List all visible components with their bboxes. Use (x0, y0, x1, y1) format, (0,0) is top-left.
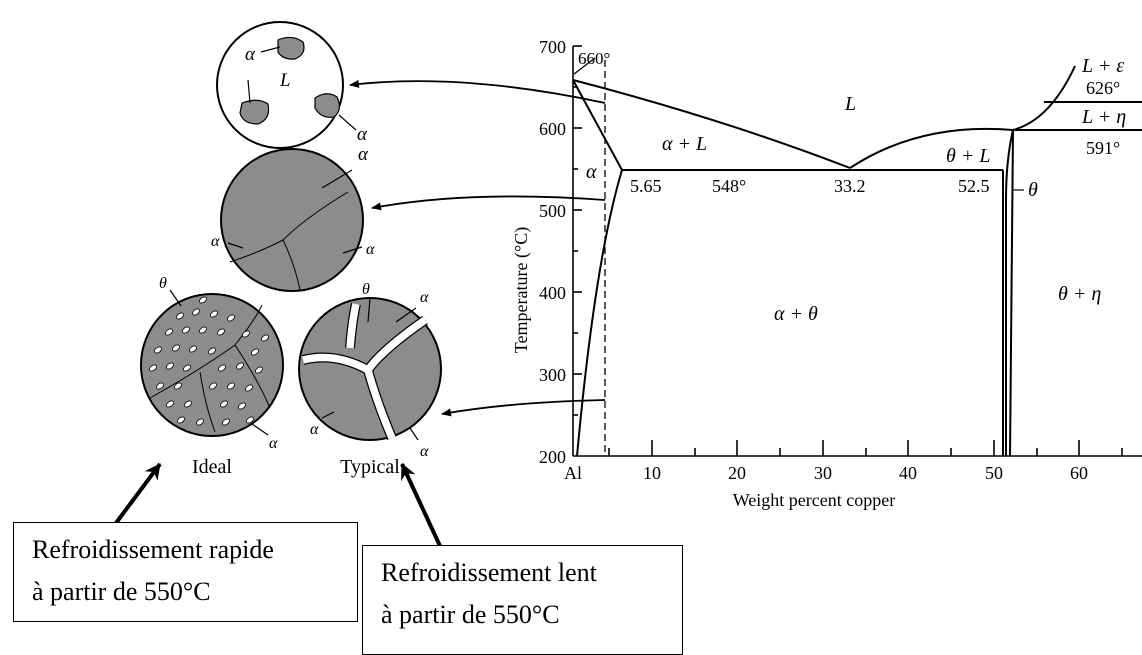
nucleus-alpha-label: α (245, 44, 256, 65)
fast-cooling-line2: à partir de 550°C (32, 577, 211, 606)
x-tick-labels: Al 10 20 30 40 50 60 (564, 463, 1088, 483)
comp-525-label: 52.5 (958, 176, 990, 196)
theta-region-label: θ (1028, 179, 1038, 201)
x-tick-label: 40 (899, 463, 917, 483)
theta-right-2 (1005, 129, 1014, 456)
slow-cooling-box: Refroidissement lent à partir de 550°C (362, 545, 683, 655)
y-tick-label: 600 (539, 119, 566, 139)
grain-alpha-label: α (358, 144, 369, 165)
theta-eta-label: θ + η (1058, 283, 1101, 305)
phase-boundaries (572, 57, 1142, 457)
fast-cooling-line1: Refroidissement rapide (32, 535, 274, 564)
arrow-alpha (371, 195, 606, 211)
liquid-epsilon-label: L + ε (1081, 55, 1124, 77)
liquid-region-label: L (844, 93, 856, 115)
liquid-eta-label: L + η (1081, 106, 1126, 128)
temp-548-label: 548° (712, 176, 746, 196)
chart-axes (572, 45, 1142, 457)
slow-cooling-line1: Refroidissement lent (381, 558, 597, 587)
theta-label: θ (362, 281, 370, 298)
alpha-theta-label: α + θ (774, 303, 818, 325)
fast-cooling-box: Refroidissement rapide à partir de 550°C (13, 522, 358, 622)
x-tick-label: 20 (728, 463, 746, 483)
y-tick-label: 200 (539, 447, 566, 467)
solvus-alpha (576, 169, 623, 457)
typical-label: Typical (340, 456, 400, 478)
micro-typical: θ α α α Typical (298, 281, 442, 478)
comp-565-label: 5.65 (630, 176, 662, 196)
x-tick-label: 60 (1070, 463, 1088, 483)
liquidus-left (572, 79, 851, 169)
grain-alpha-label: α (420, 443, 429, 460)
y-tick-label: 700 (539, 37, 566, 57)
arrow-liquid (349, 79, 606, 104)
temp-626-label: 626° (1086, 78, 1120, 98)
slow-cooling-line2: à partir de 550°C (381, 600, 560, 629)
x-tick-label: 30 (814, 463, 832, 483)
alpha-region-label: α (586, 161, 597, 183)
y-tick-labels: 700 600 500 400 300 200 (539, 37, 566, 467)
arrow-alpha-theta (441, 399, 606, 417)
liquidus-right (849, 127, 1014, 169)
theta-precipitates (149, 296, 269, 426)
grain-alpha-label: α (269, 435, 278, 452)
x-tick-label: 50 (985, 463, 1003, 483)
temp-660-label: 660° (578, 49, 610, 68)
connector-arrows (349, 79, 606, 417)
comp-332-label: 33.2 (834, 176, 866, 196)
micro-ideal: θ α Ideal (140, 275, 284, 478)
grain-alpha-label: α (366, 241, 375, 258)
y-tick-label: 300 (539, 365, 566, 385)
y-tick-label: 400 (539, 283, 566, 303)
arrow-to-typical (400, 463, 442, 547)
grain-alpha-label: α (420, 289, 429, 306)
micro-liquid: α L α (216, 21, 368, 149)
solidus-alpha (572, 79, 623, 171)
phase-labels: 660° L α + L α 5.65 548° 33.2 52.5 θ + L… (578, 49, 1126, 325)
nucleus-alpha-label: α (357, 124, 368, 145)
temp-591-label: 591° (1086, 138, 1120, 158)
liquid-label: L (279, 70, 291, 91)
liquidus-eps (1012, 65, 1076, 131)
arrow-to-ideal (114, 462, 162, 525)
y-tick-label: 500 (539, 201, 566, 221)
leader-660 (573, 57, 596, 75)
theta-liquid-label: θ + L (946, 145, 990, 167)
x-axis-label: Weight percent copper (733, 490, 895, 510)
theta-right-1 (1009, 129, 1014, 457)
x-tick-label: Al (564, 463, 582, 483)
alpha-liquid-label: α + L (662, 133, 707, 155)
micro-alpha-grains: α α α (211, 144, 375, 292)
box-arrows (114, 462, 442, 547)
theta-label: θ (159, 275, 167, 292)
grain-alpha-label: α (310, 421, 319, 438)
x-tick-label: 10 (643, 463, 661, 483)
y-axis-label: Temperature (°C) (511, 227, 532, 353)
grain-alpha-label: α (211, 233, 220, 250)
ideal-label: Ideal (192, 456, 232, 478)
